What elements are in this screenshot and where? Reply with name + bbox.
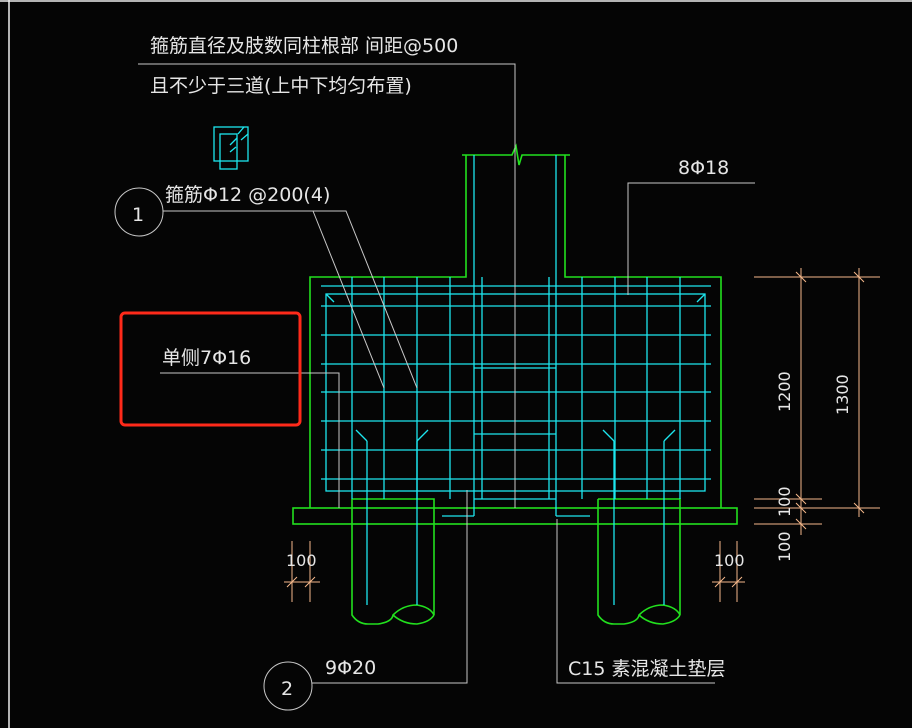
concrete-outline <box>292 143 738 625</box>
dimension-lines <box>284 268 880 602</box>
note-line1: 箍筋直径及肢数同柱根部 间距@500 <box>150 35 458 57</box>
note-line2: 且不少于三道(上中下均匀布置) <box>150 75 412 97</box>
leader-lines <box>114 63 755 711</box>
callout-1: 1 <box>132 204 144 226</box>
cushion-label: C15 素混凝土垫层 <box>568 658 725 680</box>
stirrup-section-icon <box>213 126 249 170</box>
dim-100-right: 100 <box>714 551 745 570</box>
pile-rebar-hook <box>602 429 615 442</box>
stirrup-hook <box>325 293 335 303</box>
dim-1300: 1300 <box>833 374 852 415</box>
dim-100-left: 100 <box>286 551 317 570</box>
bottom-bars-label: 9Φ20 <box>325 657 376 679</box>
pile-rebar-hook <box>355 429 368 442</box>
pile-rebar-hook <box>416 429 429 442</box>
side-bars-label: 单侧7Φ16 <box>162 347 251 369</box>
dim-100-bottom: 100 <box>775 531 794 562</box>
rebar-cage <box>321 155 711 605</box>
stirrup-hook <box>696 293 706 303</box>
callout-2: 2 <box>281 678 293 700</box>
pile-rebar-hook <box>663 429 676 442</box>
top-bars-label: 8Φ18 <box>678 157 729 179</box>
stirrup-label: 箍筋Φ12 @200(4) <box>165 184 330 206</box>
dim-1200: 1200 <box>775 371 794 412</box>
highlight-box[interactable] <box>119 311 302 427</box>
dim-100-top: 100 <box>775 486 794 517</box>
